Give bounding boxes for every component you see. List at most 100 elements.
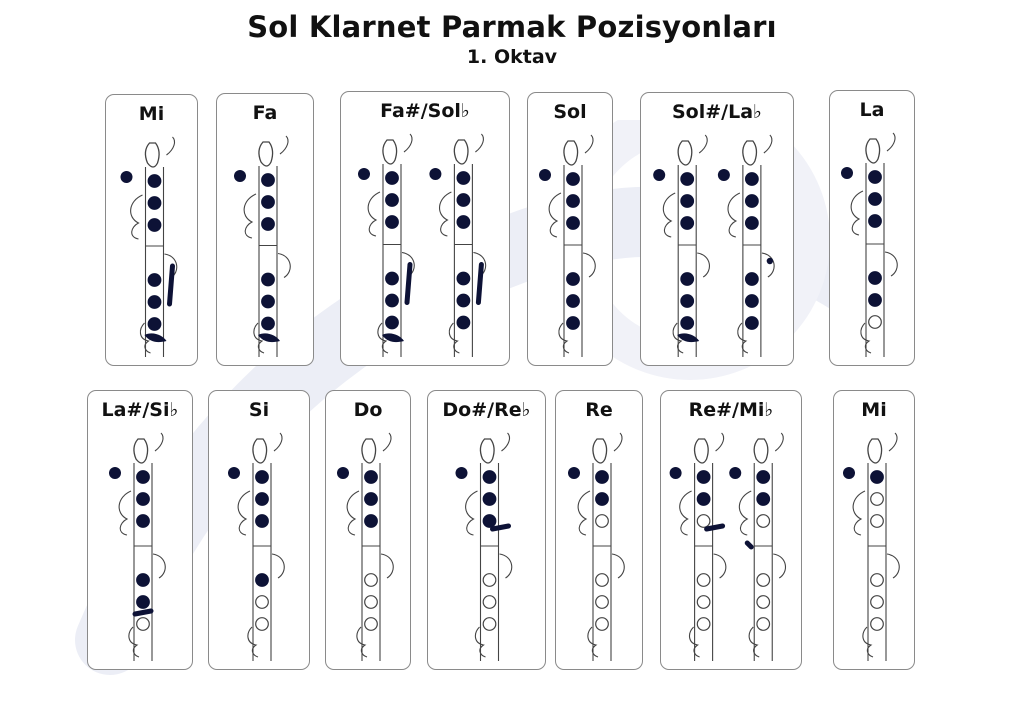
open-tone-hole bbox=[870, 595, 884, 609]
closed-tone-hole bbox=[696, 492, 711, 506]
closed-tone-hole bbox=[261, 173, 275, 187]
trill-key bbox=[490, 523, 511, 532]
note-label: Do bbox=[353, 399, 383, 421]
pinky-key-shape bbox=[689, 626, 700, 658]
open-tone-hole bbox=[696, 573, 711, 587]
register-key-shape bbox=[403, 133, 413, 153]
closed-tone-hole bbox=[456, 315, 471, 330]
open-tone-hole bbox=[136, 617, 150, 631]
clarinet-drawing bbox=[429, 133, 487, 357]
clarinet-drawing bbox=[455, 432, 513, 661]
closed-tone-hole bbox=[261, 294, 275, 309]
closed-tone-hole bbox=[147, 317, 162, 331]
open-tone-hole bbox=[696, 595, 711, 609]
mouthpiece-shape bbox=[865, 138, 881, 164]
thumb-hole bbox=[539, 169, 551, 181]
pinky-key bbox=[677, 333, 700, 343]
closed-tone-hole bbox=[136, 492, 150, 506]
open-tone-hole bbox=[870, 492, 884, 506]
right-side-key-shape bbox=[380, 553, 394, 579]
closed-tone-hole bbox=[261, 316, 275, 331]
closed-tone-hole bbox=[566, 194, 580, 208]
closed-tone-hole bbox=[385, 171, 399, 185]
side-key-shape bbox=[439, 191, 452, 237]
closed-tone-hole bbox=[744, 272, 759, 286]
thumb-hole bbox=[109, 467, 121, 479]
thumb-hole bbox=[120, 171, 133, 183]
closed-tone-hole bbox=[255, 492, 269, 506]
closed-tone-hole bbox=[680, 272, 695, 286]
closed-tone-hole bbox=[136, 470, 150, 484]
open-tone-hole bbox=[482, 595, 497, 609]
thumb-hole bbox=[729, 467, 742, 479]
closed-tone-hole bbox=[744, 172, 759, 186]
closed-tone-hole bbox=[696, 470, 711, 484]
side-key-shape bbox=[237, 490, 251, 536]
right-side-key-shape bbox=[886, 553, 900, 579]
note-card: Sol bbox=[527, 92, 613, 366]
clarinet-drawing bbox=[234, 135, 291, 357]
thumb-hole bbox=[841, 167, 853, 179]
mouthpiece-shape bbox=[677, 140, 693, 166]
note-label: Fa bbox=[252, 102, 278, 124]
thumb-hole bbox=[358, 168, 370, 180]
closed-tone-hole bbox=[868, 214, 882, 228]
closed-tone-hole bbox=[868, 293, 882, 307]
closed-tone-hole bbox=[456, 271, 471, 286]
fingering-diagram bbox=[337, 432, 394, 661]
note-card: Do#/Re♭ bbox=[427, 390, 546, 670]
register-key-shape bbox=[475, 133, 484, 153]
note-card: Mi bbox=[833, 390, 915, 670]
fingering-diagram bbox=[109, 432, 166, 661]
closed-tone-hole bbox=[595, 492, 609, 506]
pinky-key-shape bbox=[128, 626, 140, 658]
open-tone-hole bbox=[756, 514, 771, 528]
fingering-diagram bbox=[841, 132, 898, 357]
closed-tone-hole bbox=[566, 294, 580, 308]
closed-tone-hole bbox=[680, 316, 695, 330]
open-tone-hole bbox=[870, 514, 884, 528]
side-key-shape bbox=[465, 490, 478, 536]
side-key-shape bbox=[662, 192, 676, 238]
note-card: Mi bbox=[105, 94, 198, 366]
side-key-shape bbox=[243, 193, 257, 239]
fingering-diagram bbox=[228, 432, 285, 661]
closed-tone-hole bbox=[456, 193, 471, 207]
open-tone-hole bbox=[482, 573, 497, 587]
clarinet-drawing bbox=[120, 136, 178, 357]
open-tone-hole bbox=[364, 595, 378, 609]
side-lever-key bbox=[132, 608, 154, 617]
side-key-shape bbox=[852, 490, 866, 536]
closed-tone-hole bbox=[756, 492, 771, 506]
clarinet-drawing bbox=[653, 134, 710, 357]
open-tone-hole bbox=[756, 573, 771, 587]
thumb-hole bbox=[234, 170, 246, 182]
register-key-shape bbox=[501, 432, 511, 452]
closed-tone-hole bbox=[482, 514, 497, 528]
open-tone-hole bbox=[756, 595, 771, 609]
register-key-shape bbox=[584, 134, 594, 154]
register-key-shape bbox=[774, 432, 784, 452]
side-key-shape bbox=[367, 191, 381, 237]
pinky-key-shape bbox=[860, 322, 872, 354]
clarinet-drawing bbox=[843, 432, 900, 661]
open-tone-hole bbox=[696, 514, 711, 528]
thumb-hole bbox=[337, 467, 349, 479]
clarinet-drawing bbox=[669, 432, 727, 661]
fingering-diagram bbox=[669, 432, 786, 661]
pinky-key-shape bbox=[448, 322, 460, 354]
right-side-key-shape bbox=[152, 553, 166, 579]
mouthpiece-shape bbox=[592, 438, 608, 464]
mouthpiece-shape bbox=[144, 142, 160, 168]
open-tone-hole bbox=[255, 595, 269, 609]
side-lever-key bbox=[475, 262, 484, 305]
closed-tone-hole bbox=[566, 172, 580, 186]
note-card: Fa#/Sol♭ bbox=[340, 91, 510, 366]
closed-tone-hole bbox=[870, 470, 884, 484]
right-side-key-shape bbox=[773, 553, 786, 579]
closed-tone-hole bbox=[385, 193, 399, 207]
pinky-key bbox=[144, 333, 167, 343]
mouthpiece-shape bbox=[563, 140, 579, 166]
page-title: Sol Klarnet Parmak Pozisyonları bbox=[247, 10, 777, 44]
right-side-key-shape bbox=[697, 252, 710, 278]
